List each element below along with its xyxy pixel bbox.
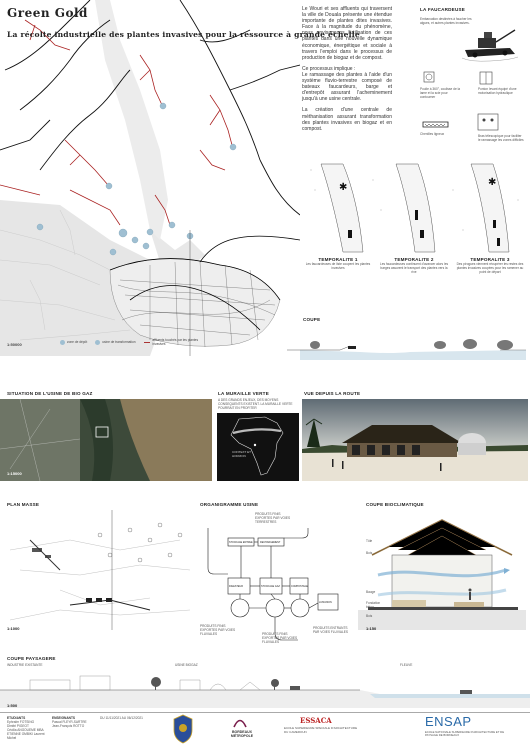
footer-supervisors: ENSEIGNANTS Pascal FLEYR-SARTRE Jean-Fra… xyxy=(52,716,92,728)
situation-aerial-photo[interactable] xyxy=(0,399,212,481)
africa-map xyxy=(217,413,299,481)
essaca-subtitle: ECOLE SUPERIEURE SPECIALE D'ARCHITECTURE… xyxy=(284,726,358,734)
footer-students: ETUDIANTS Ephraïm FOTSING Dimitri PIGEOT… xyxy=(7,716,49,740)
coupe-title: COUPE xyxy=(303,317,321,322)
ensap-subtitle: ECOLE NATIONALE SUPERIEURE D'ARCHITECTUR… xyxy=(425,730,505,738)
legend-item: usine de transformation xyxy=(95,339,136,345)
legend-item: zone de dépôt xyxy=(60,339,88,345)
plan-masse-scale: 1:1000 xyxy=(7,626,20,631)
temporalites-row: TEMPORALITE 1 Les faucardeuses de liste … xyxy=(303,257,525,274)
legend-swatch-affluents xyxy=(143,341,151,343)
site-plan-drawing[interactable] xyxy=(0,510,198,630)
intro-paragraph-3: La création d'une centrale de méthanisat… xyxy=(302,107,392,132)
page-title: Green Gold xyxy=(7,6,88,20)
coupe-section-drawing xyxy=(300,339,526,360)
footer-dates: DU 11/11/2021 AU 06/12/2021 xyxy=(100,716,143,720)
svg-text:✱: ✱ xyxy=(488,177,496,188)
student-4: ETIENNE OMBIKI Laurent Michel xyxy=(7,732,45,740)
bio-label-1: Tôle xyxy=(366,539,373,543)
legend-label: zone de dépôt xyxy=(67,340,88,344)
muraille-text: A DES GRANDS ENJEUX, DES MOYENS CONSEQUE… xyxy=(218,398,293,410)
faucardeuse-label-2: Ponton levant équipé d'une motorisation … xyxy=(478,87,517,95)
temporalite-2-caption: Les faucardeuses continuent d'avancer al… xyxy=(379,262,449,274)
temporalite-3: TEMPORALITE 3 Des pirogues viennent récu… xyxy=(455,257,525,274)
org-box-3: DIGESTEUR xyxy=(229,585,243,588)
org-box-6: LIVRAISON xyxy=(319,601,332,604)
temporalite-1-title: TEMPORALITE 1 xyxy=(318,257,358,262)
org-box-4: STOCKAGE GAZ xyxy=(261,585,280,588)
legend-label: affluents touchés par les plantes invasi… xyxy=(152,338,199,346)
faucardeuse-label-3: Chenilles ligneux xyxy=(420,132,445,136)
legend-swatch-usine xyxy=(95,339,101,345)
students-title: ETUDIANTS xyxy=(7,716,26,720)
org-box-5: COMPOSTAGE xyxy=(291,585,308,588)
legend-swatch-depot xyxy=(60,339,65,345)
factory-organigram: STOCKAGE ENTREE DECHARGEMENT DIGESTEUR S… xyxy=(207,528,339,641)
organigramme-title: ORGANIGRAMME USINE xyxy=(200,502,259,507)
temporalite-2: TEMPORALITE 2 Les faucardeuses continuen… xyxy=(379,257,449,274)
legend-item: affluents touchés par les plantes invasi… xyxy=(143,338,204,346)
faucardeuse-caption: Embarcation destinées à faucher les algu… xyxy=(420,17,472,25)
temporalite-1-caption: Les faucardeuses de liste coupent les pl… xyxy=(305,262,371,270)
bioclimatique-title: COUPE BIOCLIMATIQUE xyxy=(366,502,424,507)
faucardeuse-label-4: Bras télescopique pour faciliter le rama… xyxy=(478,134,524,142)
faucardeuse-illustration xyxy=(461,29,519,62)
paysagere-scale: 1:500 xyxy=(7,703,18,708)
legend-label: usine de transformation xyxy=(102,340,136,344)
situation-title: SITUATION DE L'USINE DE BIO GAZ xyxy=(7,391,93,396)
org-label-3: PRODUITS FINIS EXPORTES PAR VOIES FLUVIA… xyxy=(262,632,298,644)
supervisor-2: Jean-François ROTTO xyxy=(52,724,85,728)
faucardeuse-label-1: Poulie à 360°, coulisse de la lame et la… xyxy=(420,87,461,99)
paysagere-label-3: FLEUVE xyxy=(400,663,413,667)
intro-paragraph-2-title: Ce processus implique : xyxy=(302,65,356,72)
student-3: Cécilia ANGOUEME MBA xyxy=(7,728,44,732)
essaca-logo: ESSACA xyxy=(300,716,332,725)
situation-scale: 1:15000 xyxy=(7,471,22,476)
footer-divider xyxy=(0,712,530,713)
org-label-1: PRODUITS FINIS EXPORTES PAR VOIES TERRES… xyxy=(255,512,291,524)
student-2: Dimitri PIGEOT xyxy=(7,724,29,728)
temporalites-illustrations: ✱ ✱ xyxy=(310,163,519,253)
temporalite-2-title: TEMPORALITE 2 xyxy=(394,257,434,262)
supervisors-title: ENSEIGNANTS xyxy=(52,716,76,720)
bio-label-5: Bois xyxy=(366,614,373,618)
bordeaux-metropole-logo: BORDEAUX MÉTROPOLE xyxy=(230,730,254,738)
muraille-title: LA MURAILLE VERTE xyxy=(218,391,269,396)
supervisor-1: Pascal FLEYR-SARTRE xyxy=(52,720,87,724)
intro-text-block: Le Wouri et ses affluents qui traversent… xyxy=(302,6,392,132)
intro-paragraph-2: Le ramassage des plantes à l'aide d'un s… xyxy=(302,71,392,103)
university-crest-logo xyxy=(173,714,193,744)
paysagere-label-1: INDUSTRIE EXISTANTE xyxy=(7,663,43,667)
org-label-4: PRODUITS ENTRANTS PAR VOIES FLUVIALES xyxy=(313,626,349,634)
temporalite-3-title: TEMPORALITE 3 xyxy=(470,257,510,262)
plan-masse-title: PLAN MASSE xyxy=(7,502,40,507)
map-legend: zone de dépôt usine de transformation af… xyxy=(60,338,204,346)
main-territory-map[interactable] xyxy=(0,0,300,356)
bordeaux-metropole-icon xyxy=(233,719,247,728)
temporalite-3-caption: Des pirogues viennent récupérer les rest… xyxy=(456,262,524,274)
bioclimatic-section xyxy=(358,519,526,630)
bioclimatique-scale: 1:150 xyxy=(366,626,377,631)
ensap-logo: ENSAP xyxy=(425,714,472,729)
paysagere-title: COUPE PAYSAGERE xyxy=(7,656,56,661)
svg-text:✱: ✱ xyxy=(339,182,347,193)
bio-label-2: Bois xyxy=(366,551,373,555)
page-subtitle: La récolte industrielle des plantes inva… xyxy=(7,30,360,39)
faucardeuse-title: LA FAUCARDEUSE xyxy=(420,7,465,12)
org-box-1: STOCKAGE ENTREE xyxy=(229,541,253,544)
landscape-section xyxy=(0,675,530,708)
org-box-2: DECHARGEMENT xyxy=(260,541,281,544)
student-1: Ephraïm FOTSING xyxy=(7,720,35,724)
road-view-render[interactable] xyxy=(302,399,528,481)
org-label-2: PRODUITS FINIS EXPORTES PAR VOIES FLUVIA… xyxy=(200,624,236,636)
intro-paragraph-1: Le Wouri et ses affluents qui traversent… xyxy=(302,6,392,61)
bio-label-4: Fondation béton xyxy=(366,601,381,609)
vue-title: VUE DEPUIS LA ROUTE xyxy=(304,391,361,396)
paysagere-label-2: USINE BIOGAZ xyxy=(175,663,198,667)
temporalite-1: TEMPORALITE 1 Les faucardeuses de liste … xyxy=(303,257,373,274)
africa-map-label: CONTEXT ET HORIZON xyxy=(232,450,251,458)
bio-label-3: Bauge xyxy=(366,590,376,594)
faucardeuse-details xyxy=(422,71,499,131)
map-scale: 1:50000 xyxy=(7,342,22,347)
